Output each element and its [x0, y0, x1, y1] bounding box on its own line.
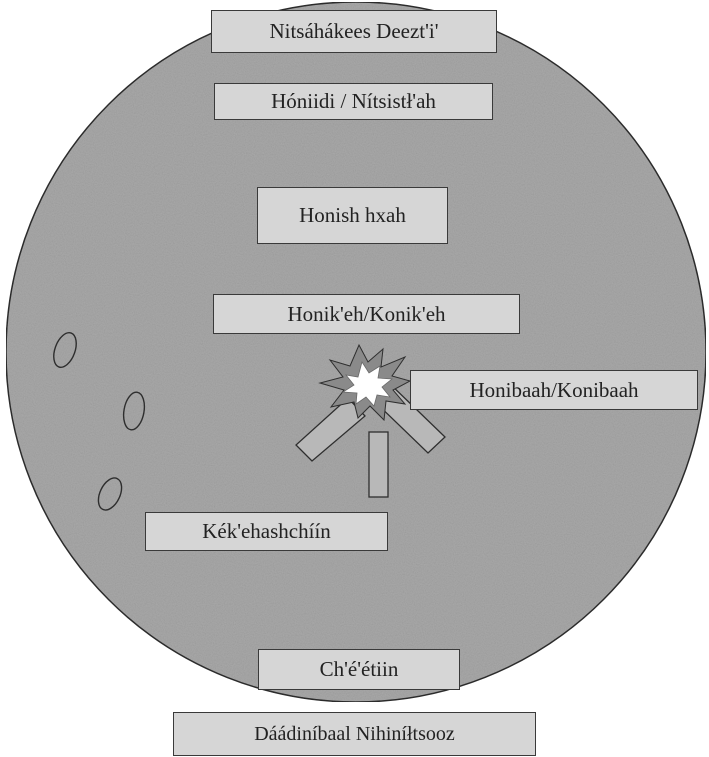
label-second: Hóniidi / Nítsistł'ah	[214, 83, 493, 120]
label-bottom-inner: Ch'é'étiin	[258, 649, 460, 690]
label-fourth: Honik'eh/Konik'eh	[213, 294, 520, 334]
label-bottom-outer: Dáádiníbaal Nihiníłtsooz	[173, 712, 536, 756]
beam-down	[369, 432, 388, 497]
label-top: Nitsáhákees Deezt'i'	[211, 10, 497, 53]
label-left: Kék'ehashchíín	[145, 512, 388, 551]
label-burst: Honibaah/Konibaah	[410, 370, 698, 410]
label-third: Honish hxah	[257, 187, 448, 244]
